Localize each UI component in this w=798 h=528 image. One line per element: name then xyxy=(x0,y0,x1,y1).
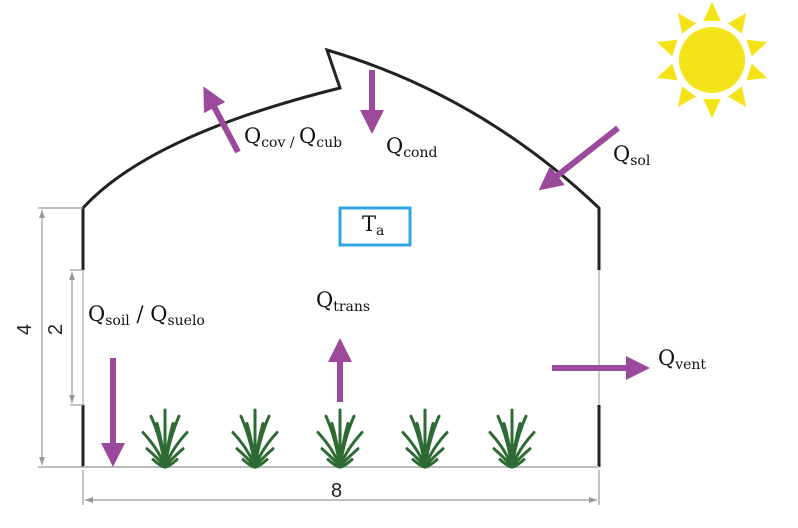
sun-ray xyxy=(677,13,697,34)
plant-icon xyxy=(488,408,536,469)
sun-ray xyxy=(727,13,747,34)
sun-ray xyxy=(656,63,678,81)
solar-arrow xyxy=(538,125,620,191)
dimension-lines xyxy=(38,207,600,505)
height-dimension-label: 4 xyxy=(14,323,37,336)
label-q-cover: Qcov / Qcub xyxy=(244,124,343,151)
width-dimension-label: 8 xyxy=(331,480,343,502)
label-q-sol: Qsol xyxy=(613,142,651,169)
air-temperature-box xyxy=(338,206,412,247)
wall-openings xyxy=(82,270,600,405)
label-q-soil: Qsoil / Qsuelo xyxy=(88,302,205,329)
label-q-cond: Qcond xyxy=(386,134,438,161)
opening-dimension-label: 2 xyxy=(45,323,68,336)
sun-ray xyxy=(656,39,678,57)
plant-icon xyxy=(316,408,364,469)
plant-icon xyxy=(401,408,449,469)
sun-ray xyxy=(703,99,721,118)
sun-ray xyxy=(703,2,721,21)
plant-icon xyxy=(141,408,189,469)
label-q-trans: Qtrans xyxy=(316,288,371,315)
sun-icon xyxy=(656,2,768,118)
plant-icon xyxy=(231,408,279,469)
sun-ray xyxy=(727,86,747,107)
label-t-air: Ta xyxy=(362,212,385,239)
greenhouse-structure xyxy=(81,47,601,467)
label-q-vent: Qvent xyxy=(658,346,707,373)
sun-ray xyxy=(677,86,697,107)
cover-heat-arrow xyxy=(203,86,241,154)
sun-ray xyxy=(746,63,768,81)
sun-ray xyxy=(746,39,768,57)
